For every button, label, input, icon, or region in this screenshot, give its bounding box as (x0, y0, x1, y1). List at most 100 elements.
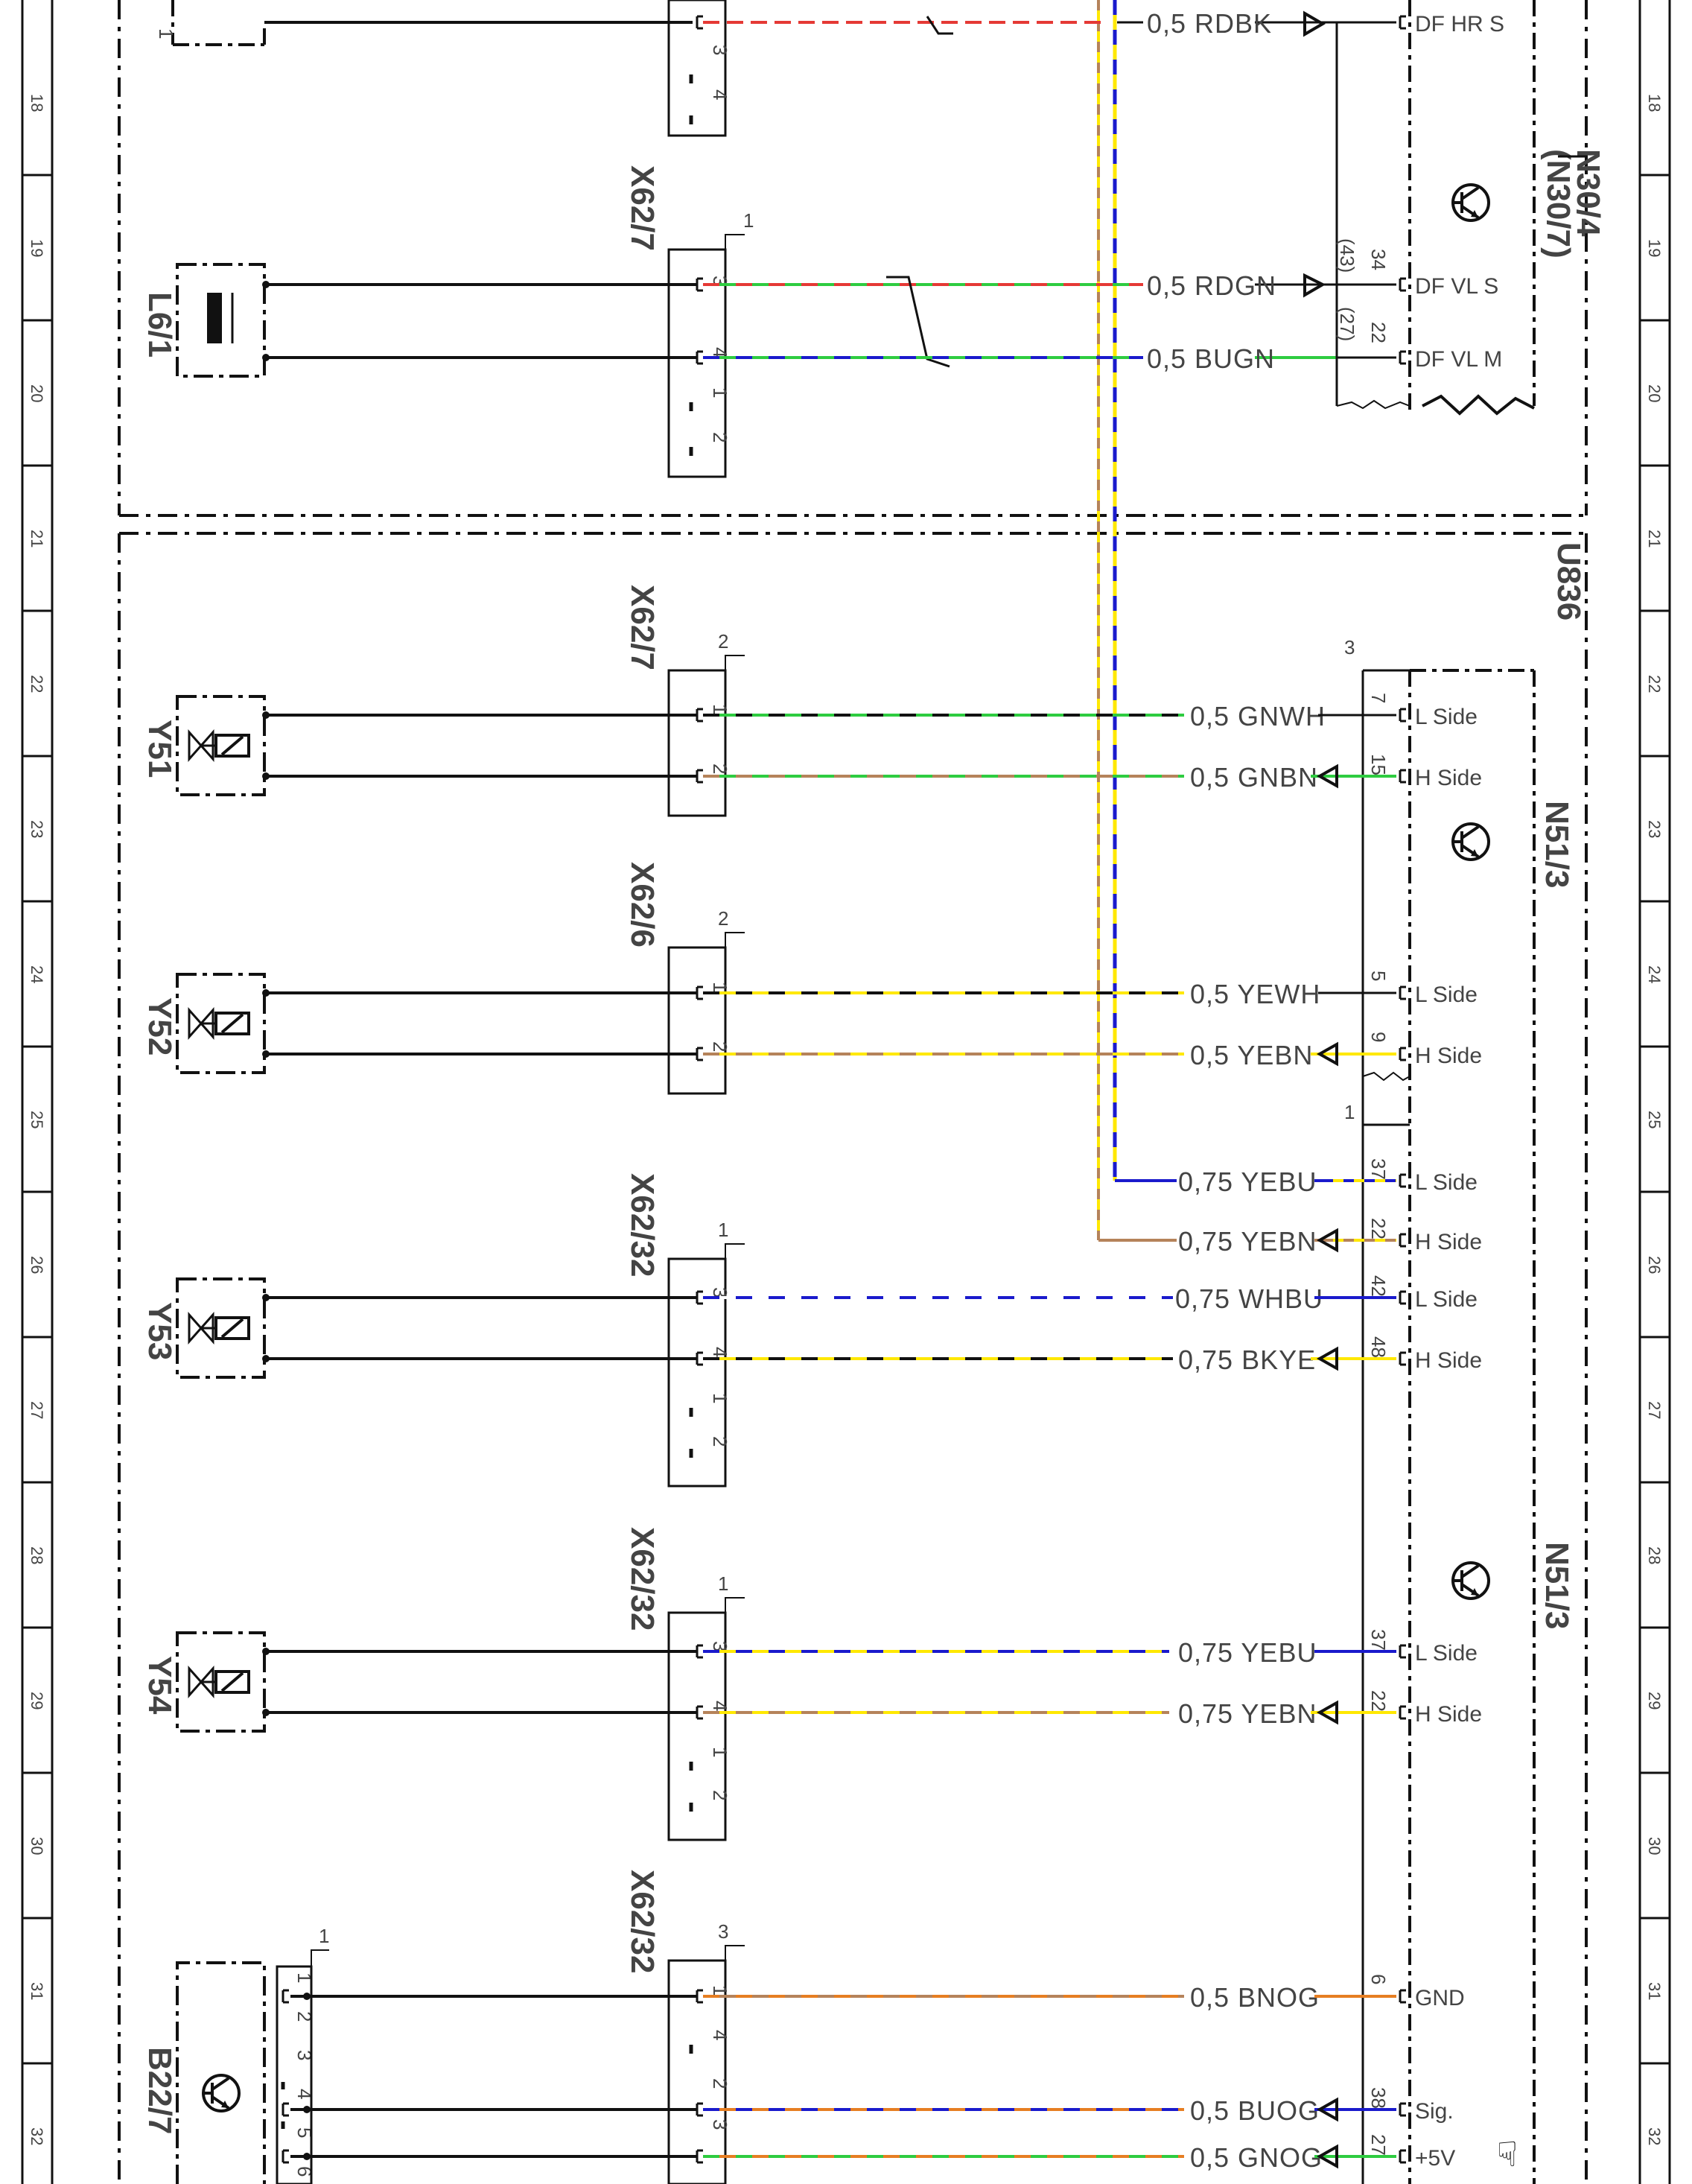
connector-pin-number: 3 (709, 1641, 731, 1651)
connector-pin-number: 2 (709, 1790, 731, 1800)
connector-number: 1 (718, 1219, 728, 1241)
connector-pin-number: 4 (709, 2030, 731, 2040)
connector-pin-number: 1 (709, 1747, 731, 1757)
transistor-icon (1451, 183, 1490, 222)
wire-rdbk (703, 16, 1396, 35)
wire-label-rdbk: 0,5 RDBK (1147, 8, 1272, 39)
module-pin-number: 22 (1367, 1218, 1390, 1239)
trunk-wire-yebu (1113, 0, 1177, 1182)
pin-side-label: L Side (1415, 983, 1478, 1007)
label-n30-4: N30/4 (1570, 149, 1606, 237)
margin-number-left: 21 (28, 530, 46, 547)
wire-label-whbu: 0,75 WHBU (1175, 1283, 1323, 1314)
pin-side-label: H Side (1415, 1702, 1482, 1727)
module-pin-number: 38 (1367, 2087, 1390, 2109)
arrow-triangle-icon (1316, 2144, 1338, 2169)
pin-side-label: H Side (1415, 1230, 1482, 1254)
arrow-triangle-icon (1303, 273, 1326, 298)
svg-text:3: 3 (709, 45, 731, 55)
wire-label-yebn_y54: 0,75 YEBN (1178, 1698, 1317, 1729)
margin-number-right: 23 (1645, 820, 1664, 838)
pin-label-df-hr-s: DF HR S (1415, 12, 1504, 36)
component-y51-label: Y51 (141, 720, 178, 778)
connector-num-top: 1 (743, 209, 754, 232)
module-n51-3 (1361, 669, 1536, 2184)
pin-side-label: Sig. (1415, 2099, 1454, 2124)
wire-label-rdgn: 0,5 RDGN (1147, 270, 1276, 301)
pin-side-label: H Side (1415, 1348, 1482, 1373)
margin-number-left: 29 (28, 1692, 46, 1710)
module-pin-number: 48 (1367, 1336, 1390, 1358)
margin-number-left: 27 (28, 1401, 46, 1419)
margin-number-left: 24 (28, 965, 46, 983)
transistor-icon (1451, 822, 1490, 861)
top-plug-stub (171, 0, 693, 46)
pin-num-n30-34: 34 (1367, 249, 1390, 270)
arrow-triangle-icon (1316, 1700, 1338, 1725)
solenoid-valve-icon (188, 1313, 250, 1343)
pin-side-label: L Side (1415, 1641, 1478, 1666)
margin-number-right: 29 (1645, 1692, 1664, 1710)
connector-pin-number: 1 (709, 982, 731, 992)
margin-number-right: 24 (1645, 965, 1664, 983)
coil-icon (207, 293, 222, 343)
connector-pin-number: 2 (709, 2078, 731, 2089)
module-border-lower (118, 532, 1588, 2184)
connector-x62-7-top: 3 4 1 2 (667, 234, 745, 478)
margin-number-right: 30 (1645, 1837, 1664, 1855)
right-margin-strip (1638, 0, 1671, 2184)
connector-pin-number: 4 (709, 1701, 731, 1711)
pin-num-n30-22: 22 (1367, 322, 1390, 343)
margin-number-right: 28 (1645, 1546, 1664, 1564)
wire-label-yebu_075: 0,75 YEBU (1178, 1166, 1317, 1197)
connector-pin-number: 1 (709, 1393, 731, 1403)
label-b22-7: B22/7 (141, 2047, 178, 2134)
pin-side-label: +5V (1415, 2146, 1455, 2171)
pin-num-n30-27: (27) (1336, 307, 1358, 341)
module-pin-number: 42 (1367, 1275, 1390, 1297)
connector-number: 2 (718, 907, 728, 930)
n51-block-num-a: 3 (1344, 636, 1355, 658)
module-pin-number: 7 (1367, 693, 1390, 703)
pin-label-df-vl-s: DF VL S (1415, 274, 1498, 299)
margin-number-right: 32 (1645, 2127, 1664, 2145)
pin-side-label: L Side (1415, 705, 1478, 729)
transistor-icon (1451, 1561, 1490, 1600)
pin-side-label: L Side (1415, 1170, 1478, 1195)
arrow-triangle-icon (1303, 10, 1326, 37)
margin-number-right: 25 (1645, 1111, 1664, 1128)
b22-plug-num: 1 (319, 1925, 329, 1947)
wire-label-yebn_075: 0,75 YEBN (1178, 1226, 1317, 1257)
top-plug-pin: 1 (155, 28, 177, 39)
margin-number-left: 31 (28, 1982, 46, 2000)
module-border-upper (118, 0, 1588, 517)
pin-num-n30-43: (43) (1336, 238, 1358, 273)
margin-number-right: 20 (1645, 384, 1664, 402)
component-l6-1 (176, 263, 696, 378)
wire-label-gnbn: 0,5 GNBN (1190, 762, 1318, 793)
solenoid-valve-icon (188, 1009, 250, 1038)
module-pin-number: 6 (1367, 1974, 1390, 1984)
connector-pin-number: 2 (709, 1041, 731, 1052)
label-n51-3-top: N51/3 (1539, 801, 1575, 888)
connector-label: X62/6 (624, 862, 661, 947)
arrow-triangle-icon (1316, 1228, 1338, 1253)
connector-label: X62/32 (624, 1870, 661, 1973)
hand-pointer-icon: ☟ (1497, 2135, 1518, 2174)
margin-number-right: 22 (1645, 675, 1664, 693)
margin-number-left: 23 (28, 820, 46, 838)
connector-pin-number: 4 (709, 1347, 731, 1357)
wire-label-bkye: 0,75 BKYE (1178, 1345, 1316, 1375)
connector-number: 1 (718, 1572, 728, 1595)
connector-pin-number: 3 (709, 1287, 731, 1298)
wire-label-bnog: 0,5 BNOG (1190, 1982, 1320, 2013)
label-n51-3-bottom: N51/3 (1539, 1542, 1575, 1629)
n51-block-num-b: 1 (1344, 1101, 1355, 1123)
wire-label-yewh: 0,5 YEWH (1190, 979, 1320, 1009)
module-pin-number: 15 (1367, 754, 1390, 775)
connector-pin-number: 1 (709, 1985, 731, 1996)
